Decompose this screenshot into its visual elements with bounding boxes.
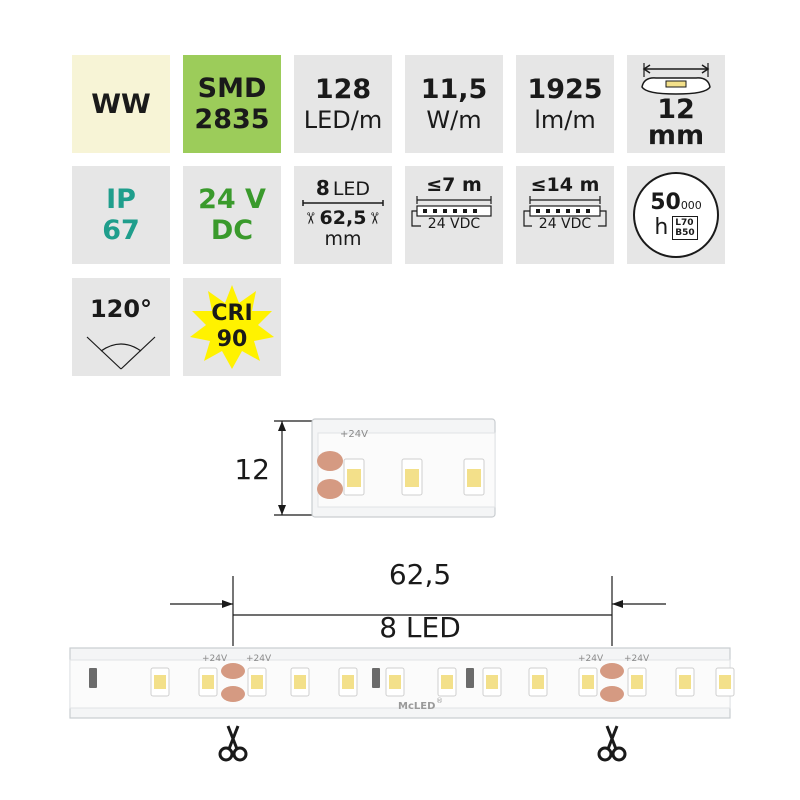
chip-line1: SMD [197, 73, 267, 104]
cri-star-icon [190, 285, 274, 369]
solder-pad [317, 451, 343, 471]
led-chip [675, 667, 695, 697]
voltage-line2: DC [210, 215, 254, 246]
tile-voltage: 24 V DC [183, 166, 281, 264]
cut-leds: 8 [315, 176, 330, 200]
lumen-unit: lm/m [534, 105, 596, 134]
cut-detail: +24V +24V +24V +24V McLED ® [69, 576, 735, 762]
led-chip [198, 667, 218, 697]
width-detail: 12 +24V [234, 418, 496, 518]
length-dimension [170, 576, 666, 646]
pad-label: +24V [578, 654, 604, 664]
cut-point-left: +24V +24V [202, 654, 272, 702]
length-label: 62,5 [388, 558, 452, 591]
scissors-icon: ✂ [301, 211, 321, 225]
brand-mark: ® [436, 697, 443, 705]
leds-label: 8 LED [379, 611, 461, 644]
tile-color-temp: WW [72, 55, 170, 153]
pad-label: +24V [340, 429, 368, 440]
scissors-icon [597, 725, 627, 762]
lifetime-unit: h [654, 215, 669, 240]
led-chip [482, 667, 502, 697]
resistor [89, 668, 474, 688]
led-chip [385, 667, 405, 697]
chip-line2: 2835 [194, 104, 270, 135]
tile-single-feed: ≤7 m 24 VDC [405, 166, 503, 264]
beam-angle-icon [86, 336, 156, 370]
ip-line2: 67 [102, 215, 140, 246]
tile-beam-angle: 120° [72, 278, 170, 376]
tile-cut-unit: 8 LED ✂ 62,5 ✂ mm [294, 166, 392, 264]
lifetime-circle: 50 000 h L70 B50 [633, 172, 719, 258]
pad-label: +24V [202, 654, 228, 664]
width-dimension [274, 420, 312, 516]
cut-length: 62,5 [319, 207, 367, 229]
tile-power: 11,5 W/m [405, 55, 503, 153]
pad-label: +24V [624, 654, 650, 664]
lifetime-thousands: 000 [680, 199, 702, 212]
led-density-value: 128 [314, 73, 372, 105]
led-chip [463, 458, 485, 496]
tile-width: 12 mm [627, 55, 725, 153]
strip-led-group [150, 667, 735, 697]
led-chip [247, 667, 267, 697]
led-chip [627, 667, 647, 697]
cut-unit-label: mm [324, 228, 362, 250]
width-unit: mm [647, 120, 705, 151]
tile-ip: IP 67 [72, 166, 170, 264]
led-chip [290, 667, 310, 697]
cut-led-label: LED [332, 178, 371, 200]
double-feed-icon [523, 196, 607, 227]
single-feed-icon [411, 196, 492, 227]
lifetime-l70: L70 [675, 217, 694, 228]
led-chip [401, 458, 423, 496]
led-chip [437, 667, 457, 697]
cut-point-right: +24V +24V [578, 654, 650, 702]
brand-logo: McLED [398, 701, 435, 712]
led-chip [150, 667, 170, 697]
tile-led-density: 128 LED/m [294, 55, 392, 153]
led-chip [338, 667, 358, 697]
ip-line1: IP [106, 184, 136, 215]
cri-line1: CRI [211, 301, 253, 326]
led-chip [715, 667, 735, 697]
tile-chip: SMD 2835 [183, 55, 281, 153]
power-unit: W/m [426, 105, 482, 134]
strip-profile-icon [641, 63, 711, 95]
color-temp-label: WW [91, 88, 151, 120]
tile-lumen: 1925 lm/m [516, 55, 614, 153]
single-feed-supply: 24 VDC [427, 216, 481, 232]
led-chip [578, 667, 598, 697]
scissors-icon: ✂ [365, 211, 385, 225]
single-feed-max: ≤7 m [426, 174, 482, 196]
width-detail-label: 12 [234, 453, 270, 486]
led-chip [343, 458, 365, 496]
power-value: 11,5 [420, 73, 488, 105]
voltage-line1: 24 V [198, 184, 266, 215]
beam-angle-value: 120° [89, 295, 153, 323]
cri-line2: 90 [216, 327, 248, 352]
led-density-unit: LED/m [303, 105, 383, 134]
width-value: 12 [657, 94, 695, 125]
tile-lifetime: 50 000 h L70 B50 [627, 166, 725, 264]
tile-cri: CRI 90 [183, 278, 281, 376]
solder-pad [317, 479, 343, 499]
pad-label: +24V [246, 654, 272, 664]
led-chip [528, 667, 548, 697]
lumen-value: 1925 [527, 73, 603, 105]
double-feed-max: ≤14 m [530, 174, 600, 196]
double-feed-supply: 24 VDC [538, 216, 592, 232]
lifetime-hours: 50 [650, 190, 681, 215]
scissors-icon [218, 725, 248, 762]
tile-double-feed: ≤14 m 24 VDC [516, 166, 614, 264]
cut-dimension-line [302, 200, 384, 206]
lifetime-b50: B50 [675, 227, 695, 238]
